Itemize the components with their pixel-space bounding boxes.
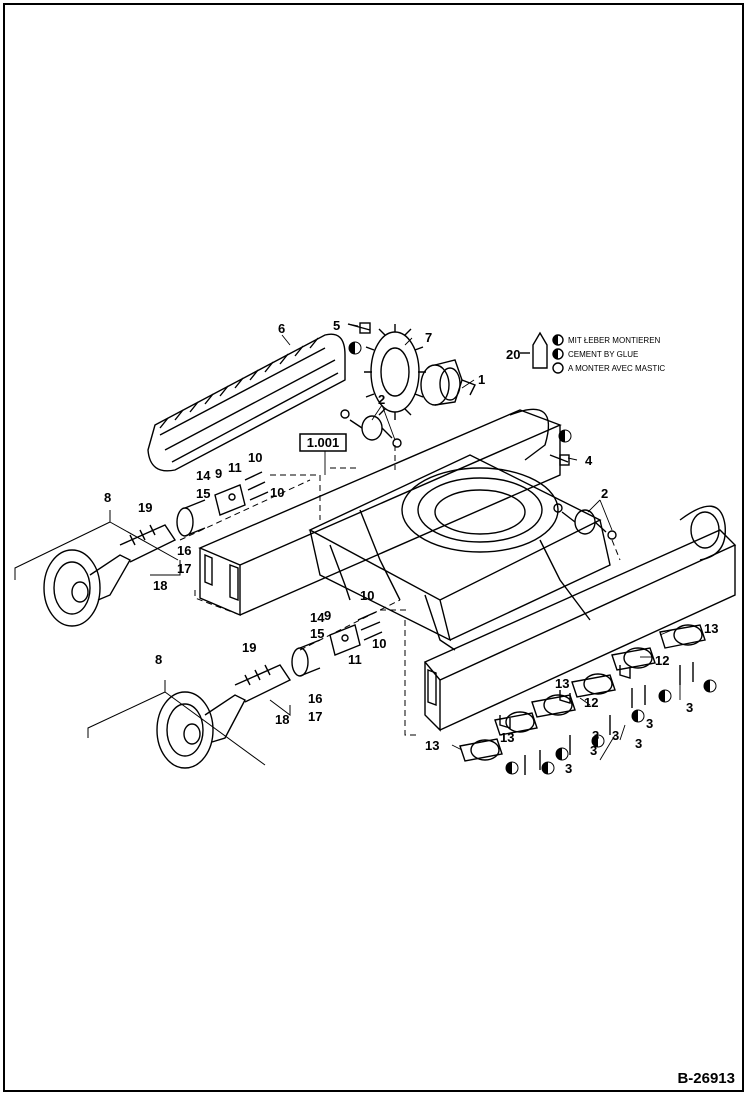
bottom-rollers bbox=[459, 624, 706, 775]
tensioner-plate-upper bbox=[214, 471, 269, 516]
page-border bbox=[3, 3, 744, 1092]
callout-17: 17 bbox=[177, 561, 191, 576]
callout-12: 12 bbox=[584, 695, 598, 710]
callout-10: 10 bbox=[270, 485, 284, 500]
callout-12: 12 bbox=[655, 653, 669, 668]
callout-10: 10 bbox=[248, 450, 262, 465]
callout-2: 2 bbox=[601, 486, 608, 501]
callout-10: 10 bbox=[360, 588, 374, 603]
callout-2: 2 bbox=[378, 392, 385, 407]
callout-3: 3 bbox=[590, 743, 597, 758]
support-roller-lower bbox=[553, 503, 617, 540]
callout-14: 14 bbox=[310, 610, 325, 625]
glue-markers bbox=[348, 335, 717, 775]
callout-11: 11 bbox=[228, 460, 242, 475]
front-idler-upper bbox=[43, 499, 206, 627]
callout-18: 18 bbox=[275, 712, 289, 727]
callout-15: 15 bbox=[310, 626, 324, 641]
callout-13: 13 bbox=[500, 730, 514, 745]
legend-number: 20 bbox=[506, 347, 520, 362]
drive-sprocket bbox=[364, 324, 426, 420]
callout-13: 13 bbox=[425, 738, 439, 753]
assembly-dashed-lines bbox=[179, 445, 621, 736]
callout-9: 9 bbox=[324, 608, 331, 623]
callout-3: 3 bbox=[565, 761, 572, 776]
reference-box-label: 1.001 bbox=[307, 435, 340, 450]
callout-3: 3 bbox=[635, 736, 642, 751]
callout-15: 15 bbox=[196, 486, 210, 501]
callout-labels: 1 2 2 4 5 6 7 8 8 9 9 10 10 10 10 11 11 … bbox=[104, 318, 718, 776]
callout-13: 13 bbox=[555, 676, 569, 691]
front-idler-lower bbox=[156, 639, 321, 769]
callout-3: 3 bbox=[646, 716, 653, 731]
callout-19: 19 bbox=[138, 500, 152, 515]
callout-5: 5 bbox=[333, 318, 340, 333]
callout-6: 6 bbox=[278, 321, 285, 336]
group-bracket-8 bbox=[14, 510, 291, 766]
document-id: B-26913 bbox=[677, 1070, 735, 1087]
travel-motor bbox=[420, 359, 476, 406]
callout-16: 16 bbox=[308, 691, 322, 706]
callout-3: 3 bbox=[686, 700, 693, 715]
callout-17: 17 bbox=[308, 709, 322, 724]
rubber-track bbox=[147, 333, 346, 472]
callout-11: 11 bbox=[348, 652, 362, 667]
legend-line-glue-fr: A MONTER AVEC MASTIC bbox=[568, 364, 665, 373]
callout-18: 18 bbox=[153, 578, 167, 593]
callout-3: 3 bbox=[612, 728, 619, 743]
callout-4: 4 bbox=[585, 453, 593, 468]
callout-16: 16 bbox=[177, 543, 191, 558]
legend-line-glue-de: MIT ŁEBER MONTIEREN bbox=[568, 336, 661, 345]
callout-7: 7 bbox=[425, 330, 432, 345]
callout-1: 1 bbox=[478, 372, 485, 387]
callout-14: 14 bbox=[196, 468, 211, 483]
callout-8: 8 bbox=[104, 490, 111, 505]
reference-box bbox=[299, 433, 347, 452]
legend-line-glue-en: CEMENT BY GLUE bbox=[568, 350, 638, 359]
callout-8: 8 bbox=[155, 652, 162, 667]
callout-3: 3 bbox=[592, 728, 599, 743]
callout-19: 19 bbox=[242, 640, 256, 655]
callout-10: 10 bbox=[372, 636, 386, 651]
callout-13: 13 bbox=[704, 621, 718, 636]
support-roller-upper bbox=[340, 409, 402, 448]
callout-9: 9 bbox=[215, 466, 222, 481]
undercarriage-frame bbox=[198, 408, 737, 732]
bolt-4 bbox=[549, 454, 570, 466]
